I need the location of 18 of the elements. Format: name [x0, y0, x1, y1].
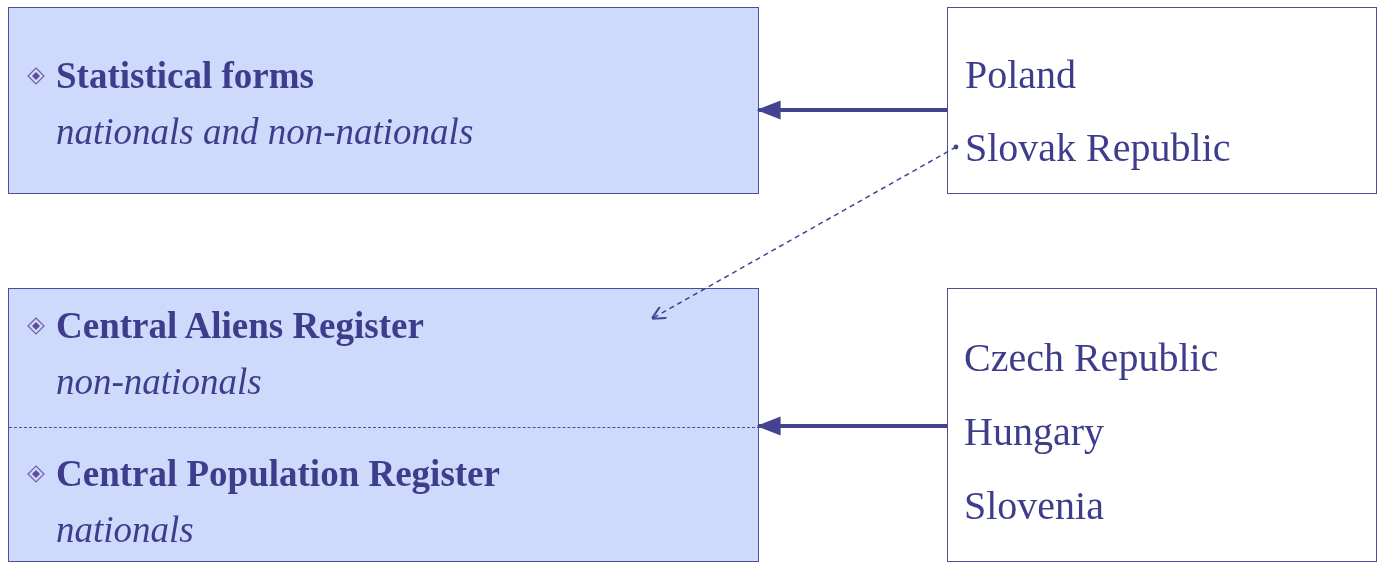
register-title: Central Population Register [56, 452, 500, 496]
country-name: Hungary [964, 408, 1105, 456]
country-box [947, 7, 1377, 194]
country-name: Slovak Republic [965, 124, 1231, 172]
country-name: Czech Republic [964, 334, 1220, 382]
register-title: Statistical forms [56, 54, 314, 98]
info-box [8, 7, 759, 194]
register-title: Central Aliens Register [56, 304, 424, 348]
register-subtitle: nationals and non-nationals [56, 111, 474, 152]
country-name: Poland [965, 51, 1077, 99]
info-box [8, 288, 759, 562]
country-box [947, 288, 1377, 562]
arrow [650, 144, 959, 320]
country-name: Slovenia [964, 482, 1105, 530]
arrow [756, 100, 947, 120]
register-subtitle: non-nationals [56, 361, 262, 402]
register-subtitle: nationals [56, 509, 194, 550]
arrow [756, 416, 947, 436]
